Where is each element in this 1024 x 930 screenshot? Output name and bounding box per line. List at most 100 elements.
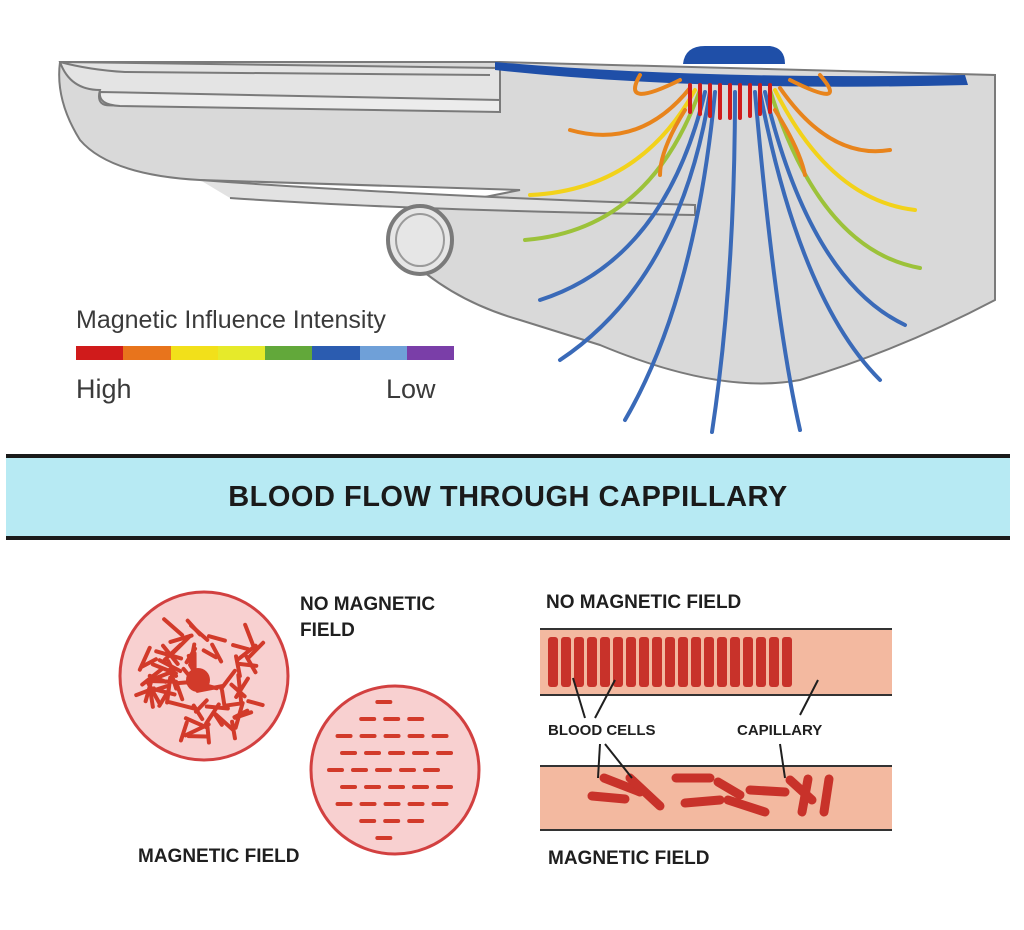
magnet-band: [495, 46, 968, 87]
scale-swatch: [406, 346, 454, 360]
legend-low-label: Low: [386, 374, 436, 404]
blood-cell: [201, 648, 218, 660]
blood-cell: [819, 774, 834, 817]
blood-cell: [561, 637, 571, 687]
blood-cell: [206, 634, 227, 643]
cross-section-no-field: [118, 590, 290, 762]
blood-cell: [548, 637, 558, 687]
pointer-blood-cells-top-b: [594, 679, 616, 719]
field-line: [528, 88, 697, 197]
legend-title: Magnetic Influence Intensity: [76, 306, 386, 334]
tendon-line: [199, 179, 696, 217]
blood-cell: [587, 791, 630, 804]
field-line: [768, 88, 922, 270]
blood-cell: [613, 637, 623, 687]
field-line: [568, 86, 692, 137]
blood-cell: [231, 643, 251, 652]
blood-cell: [745, 785, 790, 797]
blood-cell: [167, 700, 197, 711]
field-line: [523, 88, 702, 242]
capillary-field: [540, 765, 892, 831]
blood-cell: [223, 701, 245, 708]
scale-swatch: [265, 346, 313, 360]
blood-cell: [236, 673, 244, 703]
blood-cell: [154, 649, 184, 661]
blood-cell: [178, 720, 189, 743]
capillary-no-field-label: NO MAGNETIC FIELD: [546, 592, 742, 613]
scale-swatch: [359, 346, 407, 360]
stacked-blood-cells: [548, 637, 792, 687]
no-field-label-line2: FIELD: [300, 620, 355, 641]
blood-cell: [140, 667, 164, 687]
field-line: [623, 90, 717, 422]
blood-cell: [723, 795, 770, 817]
scale-swatch: [170, 346, 218, 360]
blood-cell: [219, 668, 237, 691]
magnet-strap: [495, 62, 968, 87]
field-line: [538, 90, 707, 302]
blood-cell: [140, 657, 158, 669]
scale-swatch: [312, 346, 360, 360]
blood-cell: [166, 659, 179, 678]
blood-cell: [713, 777, 745, 800]
capillary-no-field: [540, 628, 892, 696]
blood-cell: [171, 634, 192, 655]
finger-illustration: [58, 60, 996, 385]
field-label: MAGNETIC FIELD: [138, 846, 300, 867]
pointer-blood-cells-bottom-b: [604, 743, 633, 779]
blood-cell: [213, 712, 235, 732]
blood-cell: [743, 637, 753, 687]
section-banner: BLOOD FLOW THROUGH CAPPILLARY: [6, 454, 1010, 540]
cell-clump-center: [186, 668, 210, 692]
blood-cell: [756, 637, 766, 687]
blood-cell: [665, 637, 675, 687]
intensity-color-scale: [76, 346, 454, 360]
blood-cell: [600, 637, 610, 687]
scale-swatch: [76, 346, 124, 360]
field-line: [763, 90, 907, 327]
blood-cell: [210, 642, 224, 664]
blood-cell: [244, 654, 258, 675]
finger-crease: [59, 61, 491, 76]
blood-cell: [691, 637, 701, 687]
blood-cell: [717, 637, 727, 687]
scale-swatch: [217, 346, 265, 360]
scale-swatch: [123, 346, 171, 360]
field-line: [710, 90, 737, 434]
banner-title: BLOOD FLOW THROUGH CAPPILLARY: [228, 480, 788, 513]
blood-cell: [233, 701, 245, 730]
vessel-cross-section-field: [309, 684, 481, 856]
finger-skin: [58, 61, 996, 385]
blood-cell: [797, 774, 813, 817]
aligned-cells: [327, 700, 454, 840]
blood-cell: [769, 637, 779, 687]
blood-cell: [162, 617, 185, 638]
pointer-blood-cells-top-a: [572, 677, 586, 719]
field-line: [778, 86, 892, 154]
field-lines: [523, 73, 922, 434]
blood-cell: [245, 640, 266, 661]
fingernail: [98, 90, 501, 114]
field-line: [788, 73, 832, 96]
capillary-field-label: MAGNETIC FIELD: [548, 848, 710, 869]
no-field-label-line1: NO MAGNETIC: [300, 594, 436, 615]
blood-cell: [652, 637, 662, 687]
blood-cell: [165, 675, 173, 705]
blood-cell: [246, 699, 265, 708]
blood-cell: [137, 645, 152, 672]
blood-cell: [574, 637, 584, 687]
capillary-vessel-top: [540, 629, 892, 695]
blood-cell: [639, 637, 649, 687]
field-line: [658, 108, 687, 177]
pointer-capillary-bottom: [779, 743, 786, 779]
blood-cell: [587, 637, 597, 687]
blood-cell: [243, 622, 257, 651]
blood-cell: [184, 646, 198, 665]
pointer-blood-cells-bottom-a: [597, 743, 601, 779]
blood-cell: [625, 773, 665, 811]
legend-high-label: High: [76, 374, 132, 404]
blood-cell: [189, 623, 210, 642]
capillary-label: CAPILLARY: [737, 722, 823, 739]
pointer-capillary-top: [799, 679, 819, 716]
field-line: [558, 90, 712, 362]
